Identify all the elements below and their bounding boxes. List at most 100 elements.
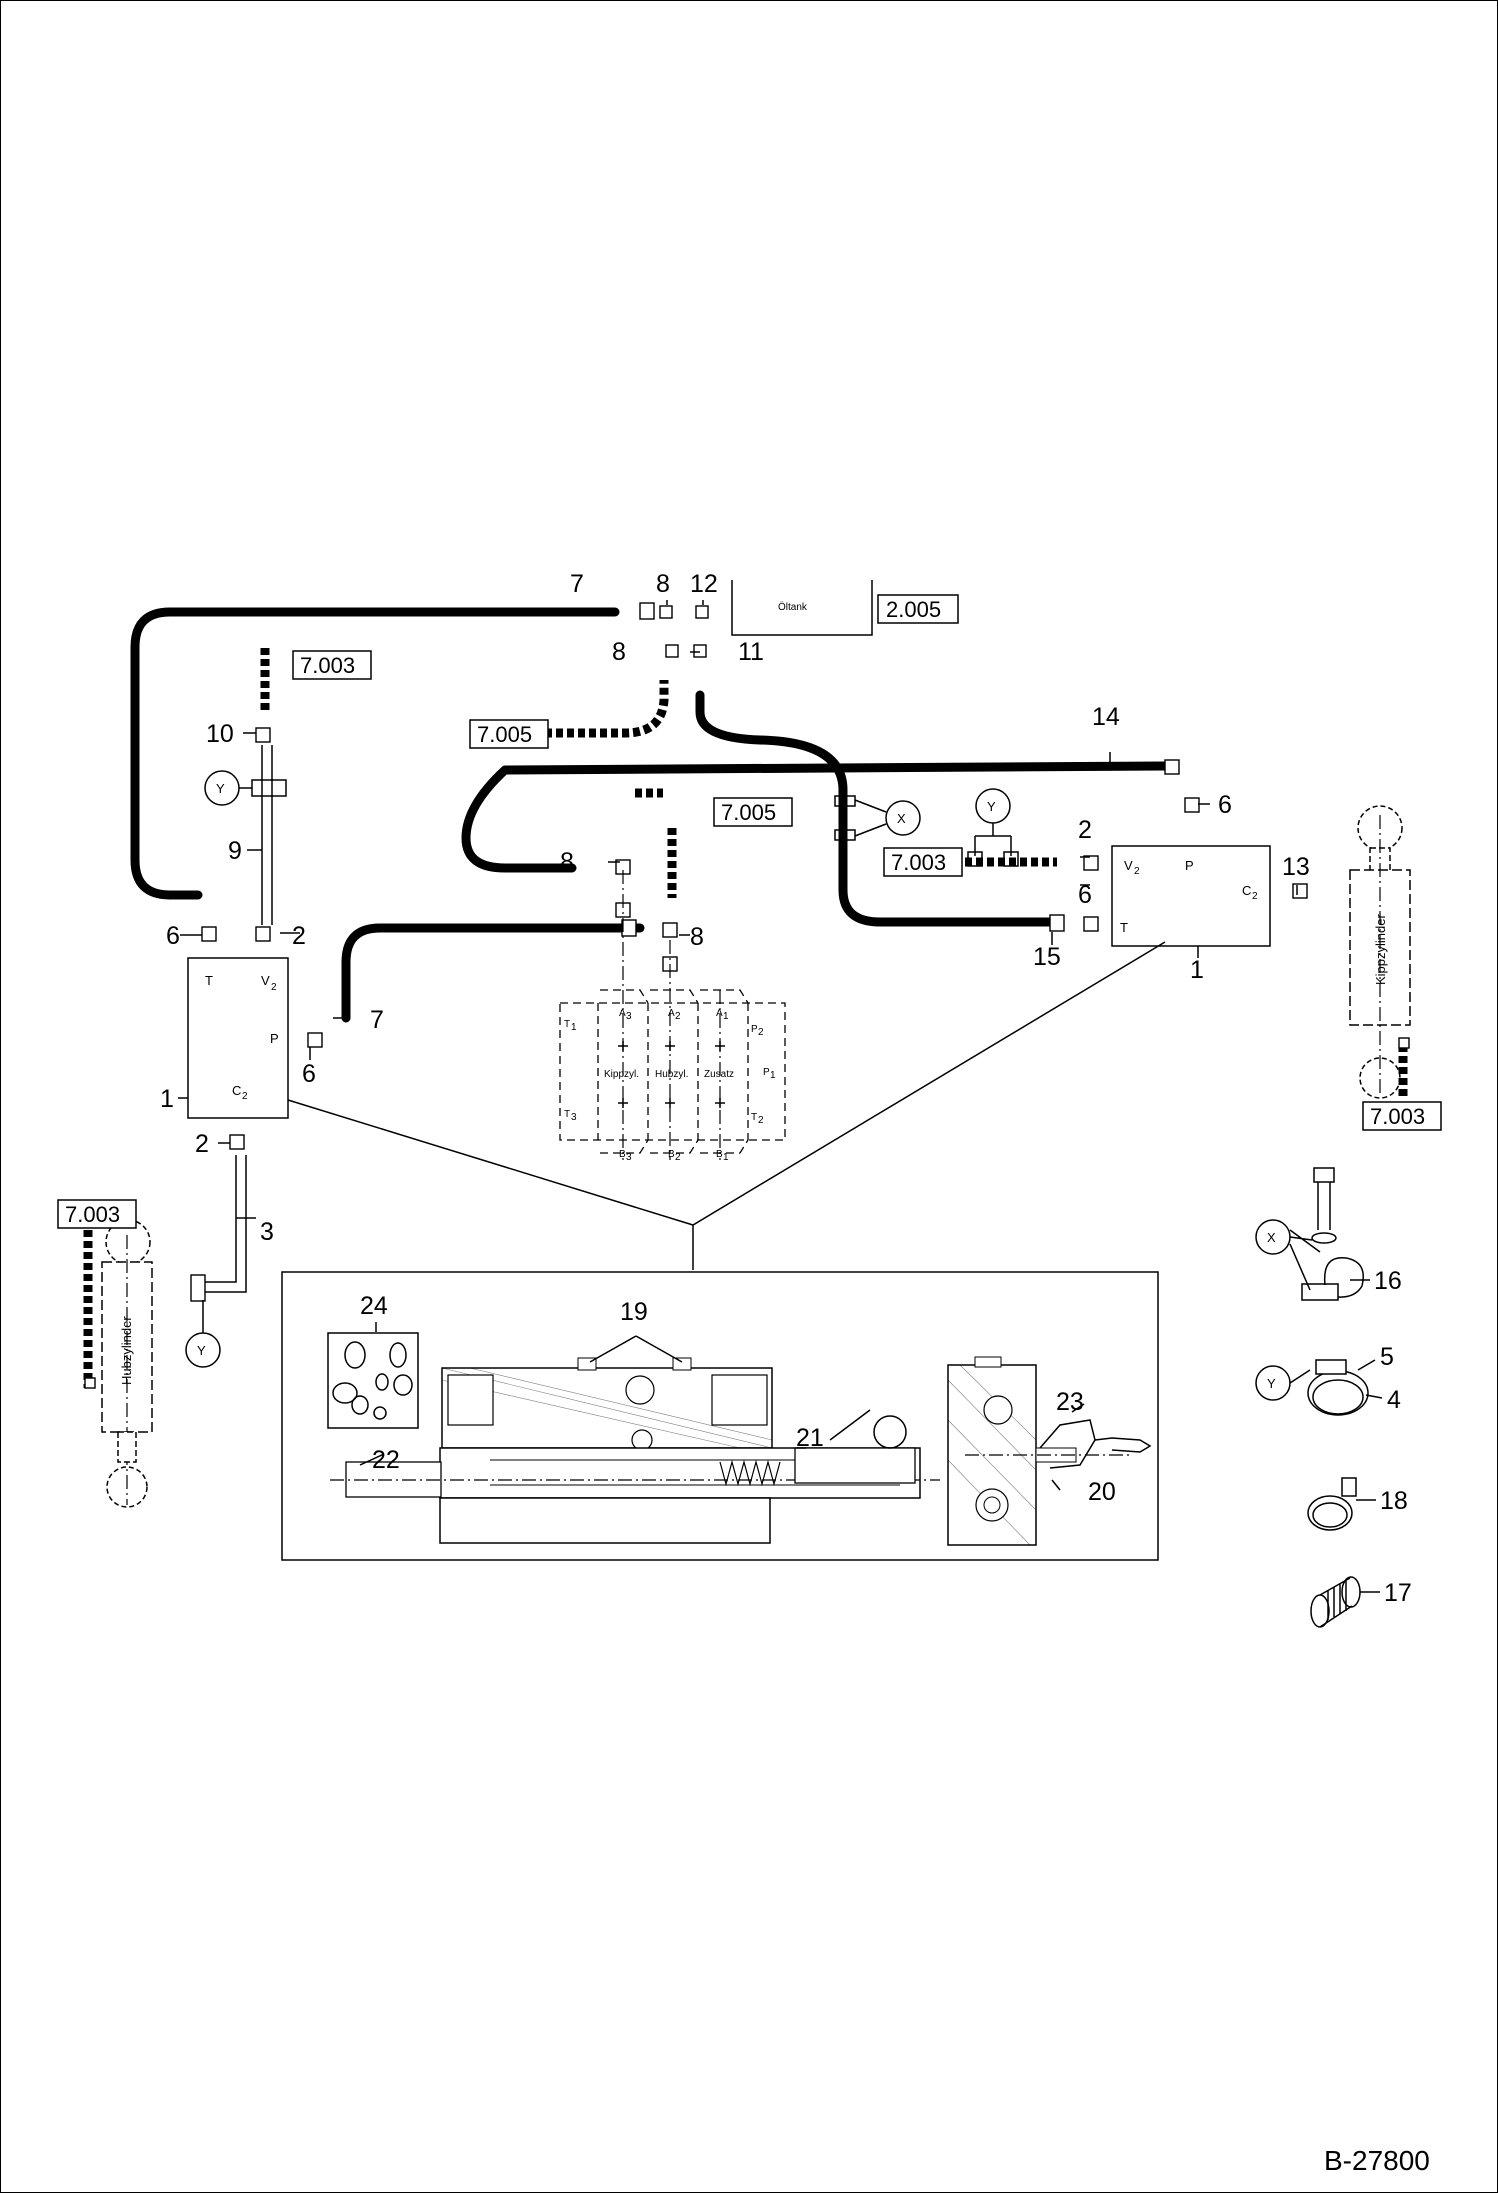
svg-text:Y: Y (216, 781, 225, 796)
part-4-5-clamp (1307, 1359, 1369, 1416)
part-16-bracket (1301, 1167, 1364, 1301)
svg-text:8: 8 (612, 638, 626, 666)
svg-text:6: 6 (1218, 791, 1232, 819)
svg-text:P: P (270, 1031, 279, 1046)
svg-text:T: T (1120, 920, 1128, 935)
fittings (84, 602, 1410, 1389)
svg-text:8: 8 (690, 923, 704, 951)
svg-text:P: P (1185, 858, 1194, 873)
svg-text:15: 15 (1033, 943, 1061, 971)
part-17-spring (1310, 1576, 1361, 1628)
valve-right-ports: V 2 P T C 2 (1120, 858, 1258, 935)
svg-text:18: 18 (1380, 1487, 1408, 1515)
svg-text:7.003: 7.003 (300, 653, 355, 678)
detail-side-section (947, 1356, 1152, 1546)
hose-8-loop (461, 761, 1170, 873)
part-18-clamp (1307, 1477, 1357, 1531)
tilt-cylinder: Kippzylinder (1349, 805, 1411, 1099)
svg-text:A: A (619, 1008, 626, 1019)
svg-text:1: 1 (571, 1022, 577, 1033)
svg-text:7.003: 7.003 (891, 850, 946, 875)
svg-text:6: 6 (166, 922, 180, 950)
svg-text:23: 23 (1056, 1388, 1084, 1416)
svg-text:X: X (897, 811, 906, 826)
svg-text:22: 22 (372, 1446, 400, 1474)
svg-text:Y: Y (987, 799, 996, 814)
svg-text:2: 2 (1078, 816, 1092, 844)
svg-text:7.003: 7.003 (1370, 1104, 1425, 1129)
svg-text:2: 2 (242, 1091, 248, 1102)
svg-text:10: 10 (206, 720, 234, 748)
svg-text:4: 4 (1387, 1386, 1401, 1414)
svg-text:V: V (261, 973, 270, 988)
svg-text:8: 8 (656, 570, 670, 598)
ref-boxes: 2.005 7.003 7.005 7.005 7.003 7.003 7.00… (57, 594, 1442, 1229)
hose-7-top (130, 607, 620, 900)
hose-15 (695, 690, 1055, 927)
svg-text:7: 7 (370, 1006, 384, 1034)
svg-text:Kippzyl.: Kippzyl. (604, 1069, 639, 1080)
svg-text:7.005: 7.005 (477, 722, 532, 747)
svg-text:21: 21 (796, 1424, 824, 1452)
svg-text:2: 2 (758, 1115, 764, 1126)
svg-text:B: B (668, 1149, 675, 1160)
svg-text:2: 2 (675, 1152, 681, 1163)
svg-text:V: V (1124, 858, 1133, 873)
svg-text:2: 2 (1134, 866, 1140, 877)
svg-text:Zusatz: Zusatz (704, 1069, 734, 1080)
svg-text:B: B (619, 1149, 626, 1160)
svg-text:7.003: 7.003 (65, 1202, 120, 1227)
svg-text:7.005: 7.005 (721, 800, 776, 825)
svg-text:6: 6 (302, 1060, 316, 1088)
hose-7005-a (545, 680, 669, 738)
lift-cylinder: Hubzylinder (101, 1219, 153, 1508)
svg-text:P: P (751, 1024, 758, 1035)
svg-text:24: 24 (360, 1292, 388, 1320)
svg-text:Kippzylinder: Kippzylinder (1373, 914, 1388, 985)
svg-text:T: T (564, 1109, 570, 1120)
svg-text:X: X (1267, 1230, 1276, 1245)
svg-text:13: 13 (1282, 853, 1310, 881)
hose-3 (202, 1155, 247, 1293)
part-numbers: 7 8 12 8 11 10 9 6 2 7 6 1 2 3 14 8 8 6 … (160, 570, 1412, 1607)
oil-tank-label: Öltank (778, 601, 808, 613)
drawing-number: B-27800 (1324, 2145, 1430, 2176)
svg-text:Y: Y (197, 1343, 206, 1358)
svg-text:7: 7 (570, 570, 584, 598)
svg-text:1: 1 (1190, 956, 1204, 984)
svg-text:17: 17 (1384, 1579, 1412, 1607)
svg-text:A: A (716, 1008, 723, 1019)
detail-leaders (287, 941, 1166, 1270)
svg-text:T: T (205, 973, 213, 988)
svg-text:3: 3 (260, 1218, 274, 1246)
svg-text:14: 14 (1092, 703, 1120, 731)
svg-text:C: C (1242, 883, 1251, 898)
part-leaders (178, 600, 1383, 1593)
svg-text:1: 1 (723, 1011, 729, 1022)
svg-text:2: 2 (271, 982, 277, 993)
svg-text:A: A (668, 1008, 675, 1019)
svg-text:19: 19 (620, 1298, 648, 1326)
circle-markers: Y X Y Y X Y (185, 770, 1321, 1401)
svg-text:5: 5 (1380, 1343, 1394, 1371)
svg-text:1: 1 (723, 1152, 729, 1163)
svg-text:P: P (763, 1067, 770, 1078)
svg-text:Hubzyl.: Hubzyl. (655, 1069, 688, 1080)
svg-text:11: 11 (738, 638, 764, 666)
svg-text:B: B (716, 1149, 723, 1160)
svg-text:2.005: 2.005 (886, 597, 941, 622)
svg-text:1: 1 (770, 1070, 776, 1081)
svg-text:12: 12 (690, 570, 718, 598)
detail-valve-section (330, 1357, 940, 1544)
svg-text:T: T (751, 1112, 757, 1123)
svg-text:3: 3 (571, 1112, 577, 1123)
svg-text:9: 9 (228, 837, 242, 865)
svg-text:2: 2 (292, 922, 306, 950)
svg-text:2: 2 (195, 1130, 209, 1158)
hose-7-lower (341, 923, 645, 1023)
valve-left (187, 957, 289, 1119)
svg-text:20: 20 (1088, 1478, 1116, 1506)
svg-text:Y: Y (1267, 1376, 1276, 1391)
svg-text:T: T (564, 1019, 570, 1030)
